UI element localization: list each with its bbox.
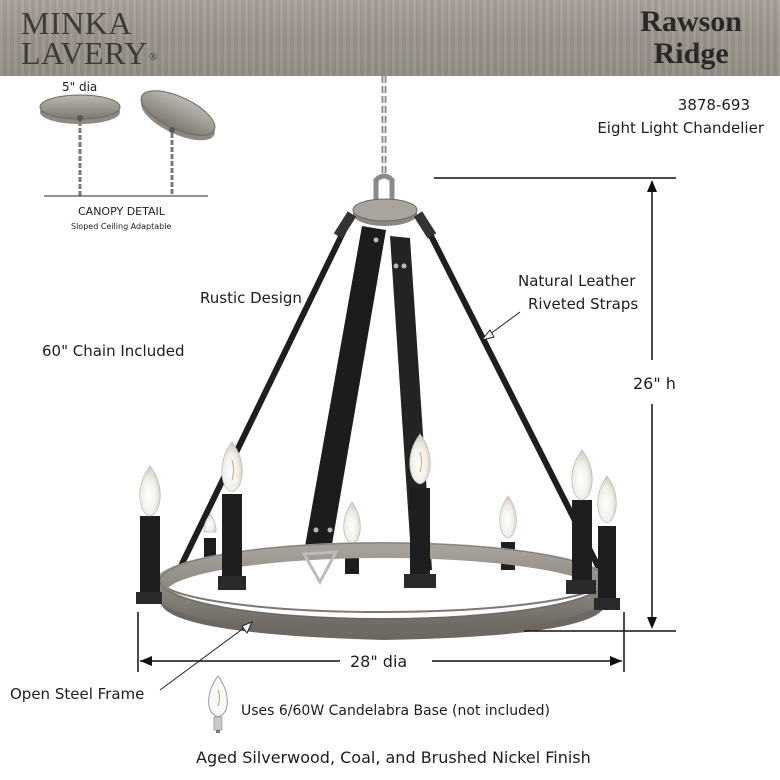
- height-dimension: [434, 177, 676, 632]
- height-label: 26" h: [633, 374, 676, 393]
- thin-strap-left: [175, 216, 353, 574]
- candelabra-bulb-icon: [208, 675, 228, 733]
- finish-label: Aged Silverwood, Coal, and Brushed Nicke…: [196, 748, 591, 767]
- candle-front-right: [566, 449, 596, 594]
- leather-straps-label-2: Riveted Straps: [528, 295, 639, 313]
- rustic-design-label: Rustic Design: [200, 289, 302, 307]
- leather-straps-label-1: Natural Leather: [518, 272, 636, 290]
- product-name-line-2: Ridge: [653, 37, 729, 70]
- width-dimension: [137, 612, 625, 672]
- hanging-loop: [373, 173, 395, 200]
- registered-mark: ®: [149, 51, 158, 63]
- front-strap-left: [304, 226, 386, 556]
- bulb-info-label: Uses 6/60W Candelabra Base (not included…: [241, 703, 550, 719]
- header-banner: [0, 0, 780, 76]
- canopy-sloped-icon: [140, 90, 216, 196]
- candle-front-far-right: [594, 475, 620, 610]
- canopy-flat-icon: [39, 94, 121, 196]
- canopy-detail-subtitle: Sloped Ceiling Adaptable: [71, 222, 172, 231]
- open-steel-frame-label: Open Steel Frame: [10, 685, 145, 703]
- front-strap-right: [390, 236, 432, 570]
- canopy-detail-title: CANOPY DETAIL: [78, 205, 165, 218]
- product-name: Rawson Ridge: [640, 6, 742, 70]
- product-name-line-1: Rawson: [640, 5, 742, 38]
- canopy-diameter-label: 5" dia: [62, 80, 98, 94]
- candle-front-far-left: [136, 465, 162, 604]
- product-sku: 3878-693: [677, 96, 750, 114]
- brand-line-2: LAVERY: [21, 35, 148, 71]
- brand-logo: MINKA LAVERY ®: [21, 5, 157, 71]
- chain-included-label: 60" Chain Included: [42, 342, 185, 360]
- candle-front-center: [404, 433, 436, 588]
- candle-front-left: [218, 441, 246, 590]
- product-type: Eight Light Chandelier: [597, 119, 764, 137]
- candle-back-center: [343, 501, 361, 574]
- brand-line-1: MINKA: [21, 5, 132, 41]
- width-label: 28" dia: [350, 652, 408, 671]
